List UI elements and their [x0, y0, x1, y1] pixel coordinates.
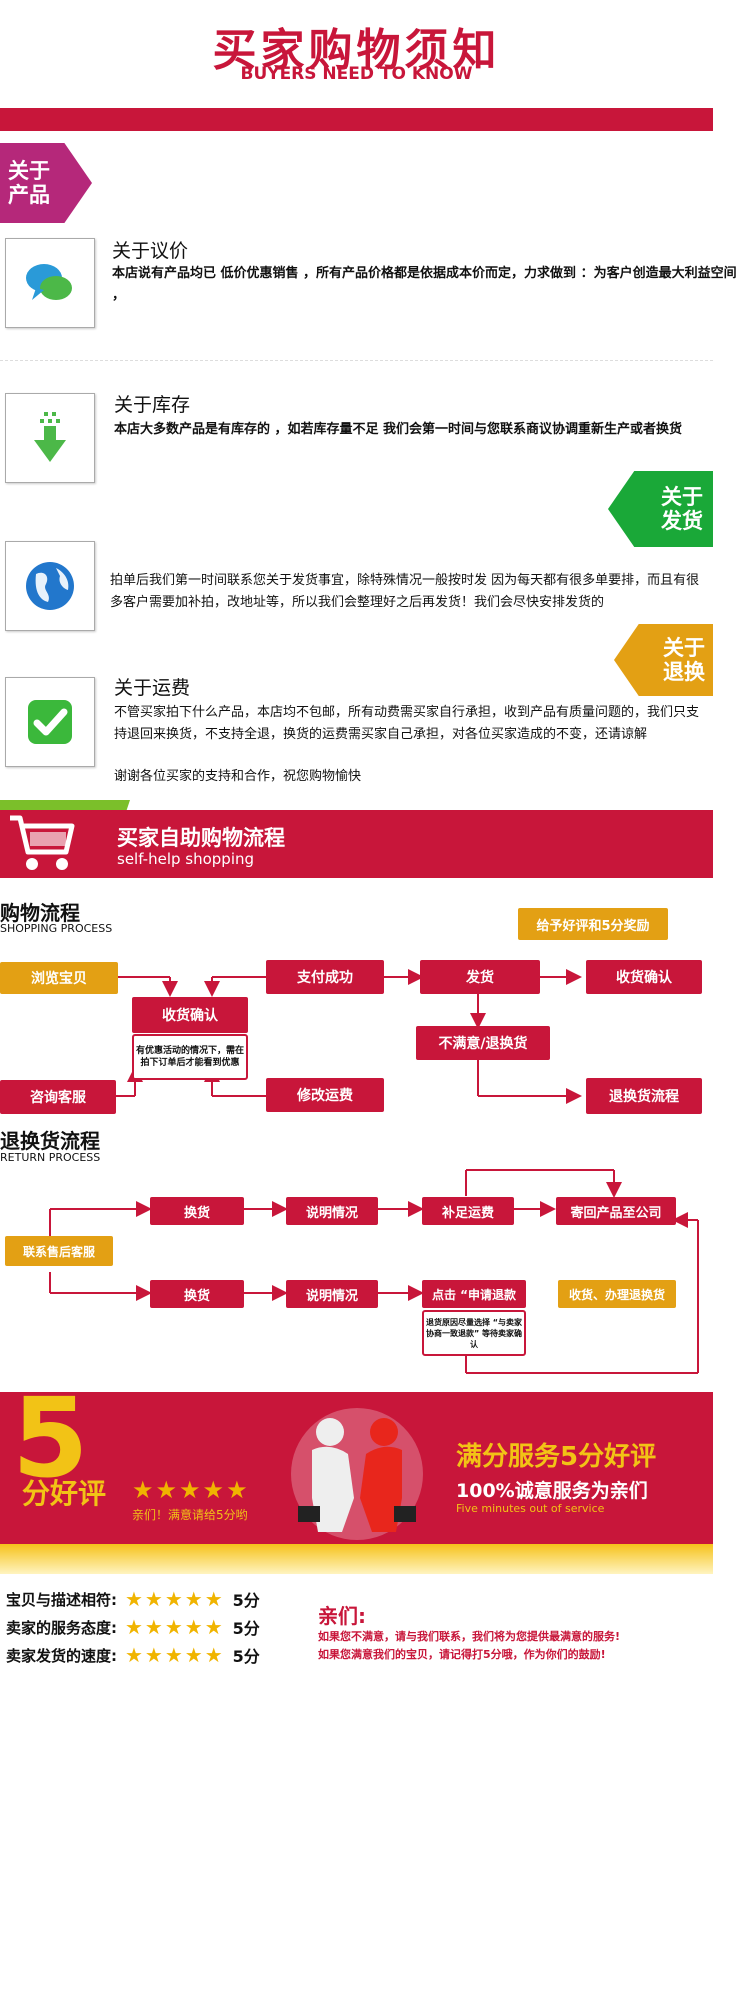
cart-icon [6, 810, 78, 878]
chat-bubbles-icon [5, 238, 95, 328]
payment-success-button[interactable]: 支付成功 [266, 960, 384, 994]
self-help-banner [0, 810, 713, 878]
section-body-shipping: 拍单后我们第一时间联系您关于发货事宜，除特殊情况一般按时发 因为每天都有很多单要… [110, 573, 700, 610]
modify-freight-button[interactable]: 修改运费 [266, 1078, 384, 1112]
return-flow-button[interactable]: 退换货流程 [586, 1078, 702, 1114]
section-title-bargain: 关于议价 [112, 240, 189, 262]
ribbon-label-line2: 退换 [663, 660, 705, 684]
section-body-thanks: 谢谢各位买家的支持和合作，祝您购物愉快 [114, 769, 362, 784]
closing-title: 亲们: [318, 1604, 366, 1628]
review-banner [0, 1392, 713, 1544]
apply-refund-button[interactable]: 点击 “申请退款 [422, 1280, 526, 1308]
ribbon-about-shipping: 关于发货 [608, 471, 713, 547]
rating-row: 宝贝与描述相符: ★★★★★ 5分 [6, 1586, 306, 1612]
review-banner-gradient [0, 1544, 713, 1574]
review-title: 分好评 [22, 1477, 107, 1510]
rating-row: 卖家发货的速度: ★★★★★ 5分 [6, 1642, 306, 1668]
rating-label: 卖家发货的速度: [6, 1646, 117, 1665]
browse-button[interactable]: 浏览宝贝 [0, 962, 118, 994]
rating-label: 卖家的服务态度: [6, 1618, 117, 1637]
send-back-button[interactable]: 寄回产品至公司 [556, 1197, 676, 1225]
rating-score: 5分 [232, 1647, 260, 1666]
section-title-stock: 关于库存 [114, 394, 191, 416]
ribbon-label-line1: 关于 [661, 485, 703, 509]
rating-stars: ★★★★★ [125, 1587, 225, 1611]
self-help-subtitle: self-help shopping [117, 850, 255, 868]
return-process-title: 退换货流程 [0, 1129, 100, 1153]
rating-label: 宝贝与描述相符: [6, 1590, 117, 1609]
unsatisfied-return-button[interactable]: 不满意/退换货 [416, 1026, 550, 1060]
rating-score: 5分 [232, 1619, 260, 1638]
section-body-freight: 不管买家拍下什么产品，本店均不包邮，所有动费需买家自行承担，收到产品有质量问题的… [114, 705, 700, 742]
ribbon-label-line1: 关于 [663, 636, 705, 660]
page-title: 买家购物须知 [212, 25, 501, 76]
review-subtitle: 亲们！满意请给5分哟 [132, 1508, 248, 1522]
page-subtitle: BUYERS NEED TO KNOW [240, 64, 473, 84]
ribbon-about-returns: 关于退换 [614, 624, 713, 696]
download-arrow-icon [5, 393, 95, 483]
ribbon-label-line2: 发货 [661, 509, 703, 533]
right-english: Five minutes out of service [456, 1502, 605, 1515]
ribbon-label-line1: 关于 [8, 159, 50, 183]
exchange-bottom-button[interactable]: 换货 [150, 1280, 244, 1308]
right-subtitle: 100%诚意服务为亲们 [456, 1480, 648, 1502]
divider [0, 360, 713, 361]
refund-reason-note: 退货原因尽量选择 “与卖家协商一致退款” 等待卖家确认 [422, 1310, 526, 1356]
rating-row: 卖家的服务态度: ★★★★★ 5分 [6, 1614, 306, 1640]
handshake-illustration [272, 1402, 442, 1544]
right-title: 满分服务5分好评 [456, 1442, 657, 1472]
discount-note: 有优惠活动的情况下，需在拍下订单后才能看到优惠 [132, 1034, 248, 1080]
ribbon-about-product: 关于产品 [0, 143, 92, 223]
review-stars: ★★★★★ [132, 1476, 250, 1504]
header-divider-bar [0, 108, 713, 131]
reward-badge: 给予好评和5分奖励 [518, 908, 668, 940]
explain-top-button[interactable]: 说明情况 [286, 1197, 378, 1225]
return-flow-arrows [49, 1169, 699, 1374]
shopping-process-title: 购物流程 [0, 901, 80, 925]
closing-line-1: 如果您不满意，请与我们联系，我们将为您提供最满意的服务! [318, 1630, 621, 1643]
section-body-bargain: 本店说有产品均已 低价优惠销售 ，所有产品价格都是依据成本价而定，力求做到 ：为… [112, 266, 737, 303]
shopping-flow-arrows [116, 969, 582, 1104]
shopping-process-subtitle: SHOPPING PROCESS [0, 922, 113, 935]
consult-service-button[interactable]: 咨询客服 [0, 1080, 116, 1114]
confirm-receipt-mid-button[interactable]: 收货确认 [132, 997, 248, 1033]
big-five: 5 [12, 1374, 89, 1502]
confirm-receipt-button[interactable]: 收货确认 [586, 960, 702, 994]
ribbon-label-line2: 产品 [8, 183, 50, 207]
globe-icon [5, 541, 95, 631]
section-body-stock: 本店大多数产品是有库存的 ，如若库存量不足 我们会第一时间与您联系商议协调重新生… [114, 422, 683, 437]
supplement-freight-button[interactable]: 补足运费 [422, 1197, 514, 1225]
rating-stars: ★★★★★ [125, 1615, 225, 1639]
rating-score: 5分 [232, 1591, 260, 1610]
closing-line-2: 如果您满意我们的宝贝，请记得打5分哦，作为你们的鼓励! [318, 1648, 606, 1661]
contact-after-sales-button[interactable]: 联系售后客服 [5, 1236, 113, 1266]
handle-refund-button[interactable]: 收货、办理退换货 [558, 1280, 676, 1308]
rating-stars: ★★★★★ [125, 1643, 225, 1667]
section-title-freight: 关于运费 [114, 677, 191, 699]
explain-bottom-button[interactable]: 说明情况 [286, 1280, 378, 1308]
return-process-subtitle: RETURN PROCESS [0, 1151, 101, 1164]
ship-button[interactable]: 发货 [420, 960, 540, 994]
self-help-title: 买家自助购物流程 [117, 826, 285, 850]
exchange-top-button[interactable]: 换货 [150, 1197, 244, 1225]
checkmark-icon [5, 677, 95, 767]
